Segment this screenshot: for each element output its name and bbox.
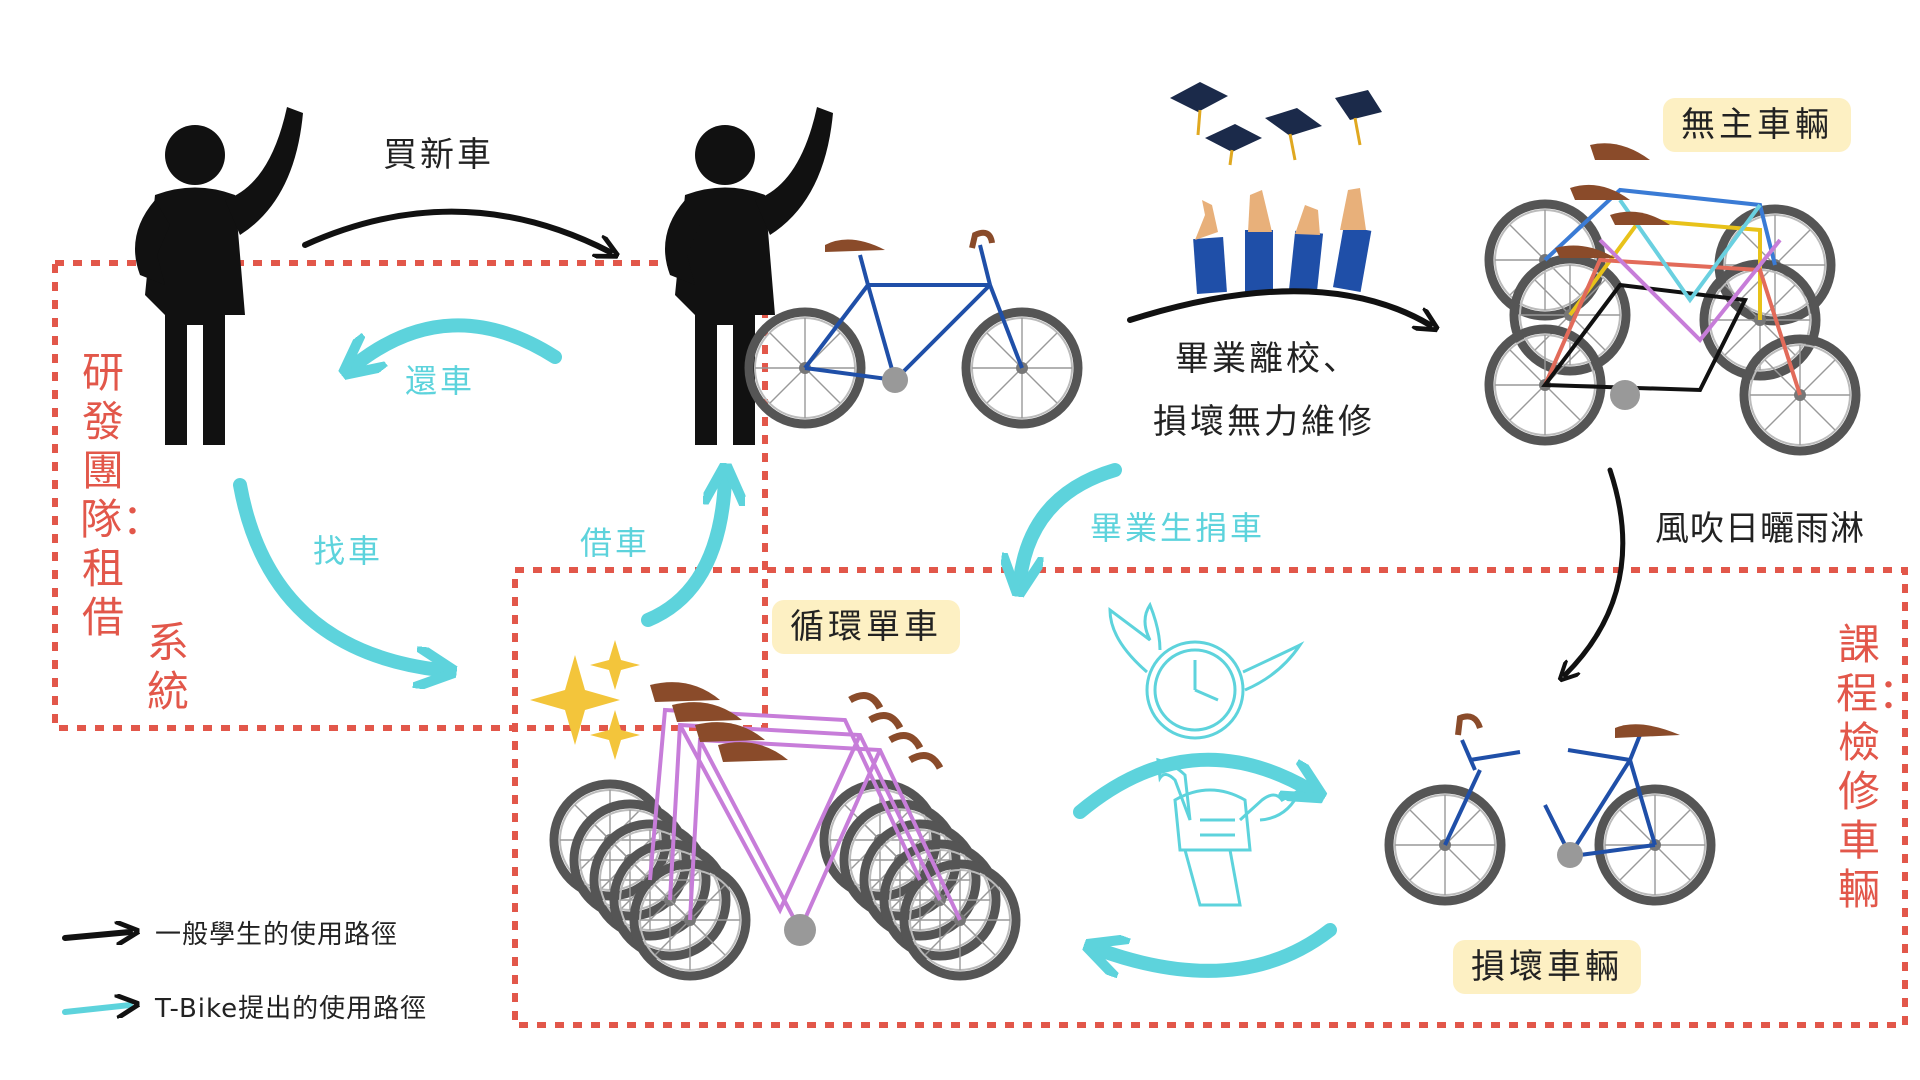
course-group-label: 課程：檢修車輛 [1836, 620, 1920, 914]
borrow-bike-label: 借車 [580, 524, 651, 562]
rd-team-system-label: 系統 [146, 618, 189, 716]
graduate-leave-arrow [1127, 288, 1430, 325]
graduate-donate-label: 畢業生捐車 [1090, 509, 1266, 547]
to-damaged-arrow [1073, 752, 1310, 819]
damaged-bikes-tag: 損壞車輛 [1453, 940, 1641, 994]
student-figure-left [135, 107, 303, 445]
damaged-bike-icon [1389, 713, 1711, 901]
repair-back-arrow [1100, 923, 1337, 971]
return-bike-label: 還車 [405, 362, 476, 400]
damaged-no-repair-label: 損壞無力維修 [1153, 402, 1375, 442]
sparkle-icon [530, 640, 640, 760]
weather-arrow [1565, 467, 1626, 675]
rd-team-dashed-box [52, 260, 768, 731]
weather-label: 風吹日曬雨淋 [1655, 509, 1865, 549]
legend-general-path: 一般學生的使用路徑 [155, 920, 399, 950]
rd-team-group-label: 研發團隊：租借 [80, 348, 165, 642]
circulating-bikes-icon [554, 682, 1016, 976]
raised-arms-icon [1193, 188, 1372, 294]
course-dashed-box [512, 567, 1908, 1028]
ownerless-bikes-tag: 無主車輛 [1663, 98, 1851, 152]
winged-clock-icon [1108, 601, 1305, 740]
legend-black-arrow [62, 932, 130, 938]
find-bike-arrow [233, 478, 440, 670]
graduation-caps-icon [1170, 82, 1382, 166]
graduate-donate-arrow [1020, 463, 1122, 580]
student-figure-right [665, 107, 833, 445]
blue-bike-icon [749, 229, 1078, 424]
return-bike-arrow [355, 318, 562, 365]
graduate-leave-label: 畢業離校、 [1175, 339, 1360, 379]
legend-tbike-path: T-Bike提出的使用路徑 [155, 994, 428, 1024]
buy-new-arrow [302, 208, 610, 252]
ownerless-bikes-pile-icon [1489, 143, 1856, 451]
borrow-bike-arrow [641, 480, 725, 627]
buy-new-label: 買新車 [383, 135, 494, 175]
circulating-bikes-tag: 循環單車 [772, 600, 960, 654]
legend-cyan-arrow [62, 1005, 130, 1012]
find-bike-label: 找車 [313, 532, 384, 570]
